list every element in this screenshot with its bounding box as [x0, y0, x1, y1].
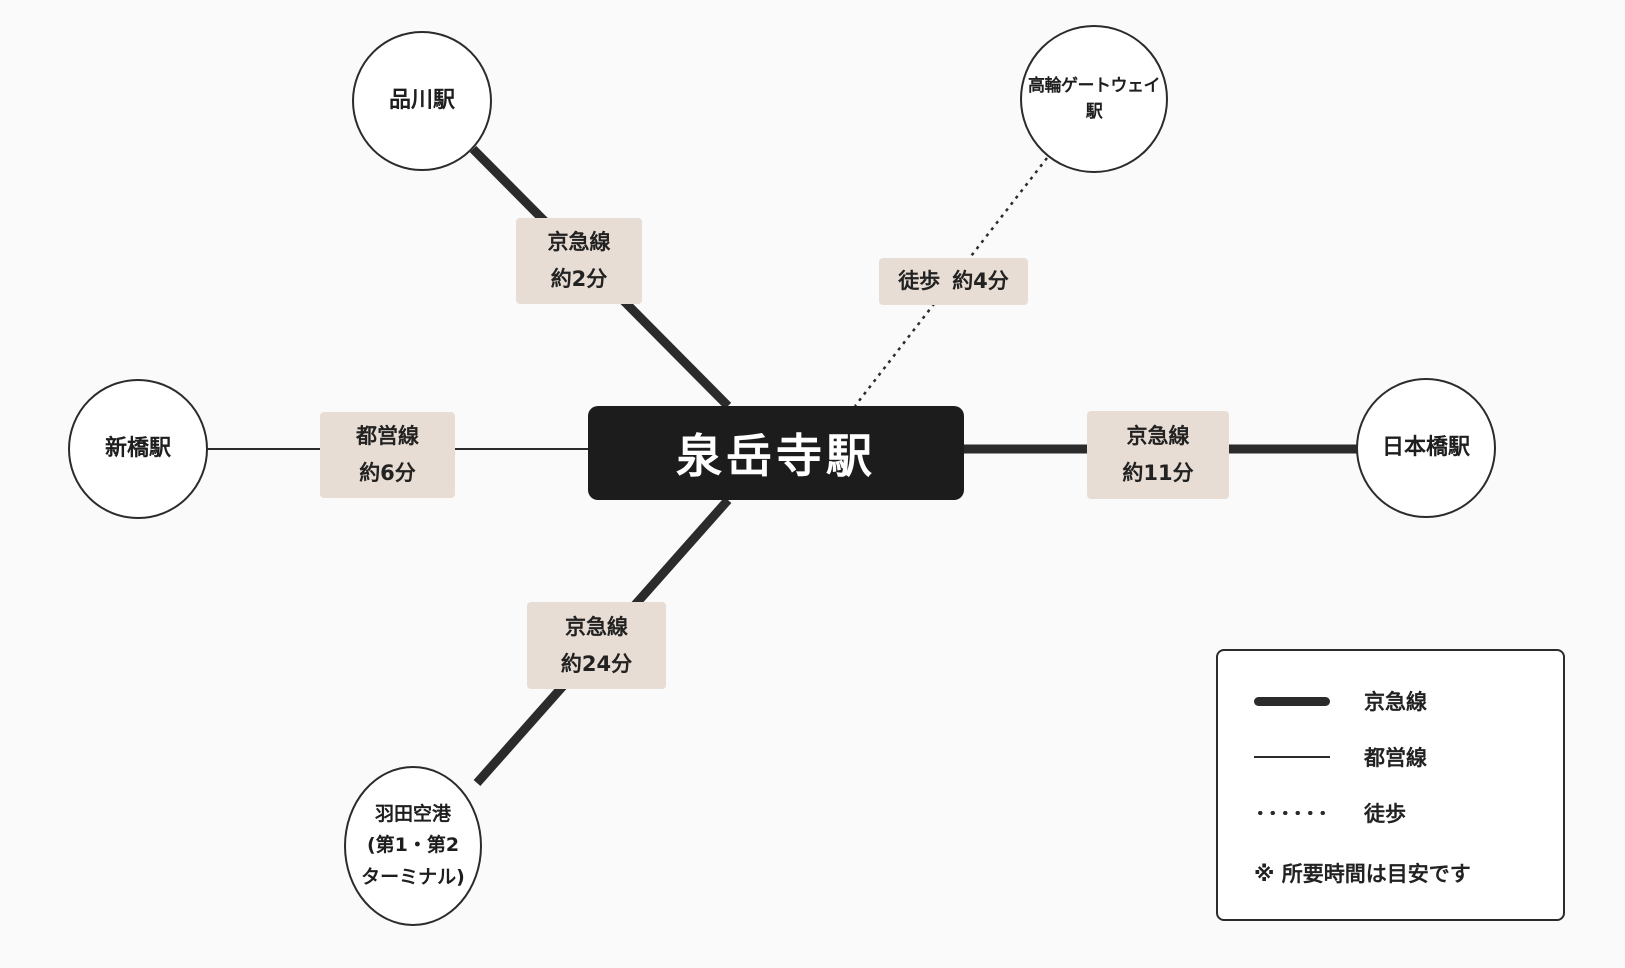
route-tag-nihombashi: 京急線 約11分 — [1087, 411, 1229, 499]
legend-row-toei: 都営線 — [1254, 742, 1427, 772]
station-shinagawa[interactable]: 品川駅 — [352, 31, 492, 171]
route-tag-haneda: 京急線 約24分 — [527, 602, 666, 689]
route-tag-shimbashi: 都営線 約6分 — [320, 412, 455, 498]
station-shimbashi-label: 新橋駅 — [104, 435, 171, 461]
route-line-name: 徒歩 — [898, 269, 941, 294]
station-haneda-line3: ターミナル) — [361, 865, 465, 888]
route-line-name: 都営線 — [356, 424, 419, 449]
station-haneda-line2: (第1・第2 — [366, 834, 460, 857]
legend-box: 京急線 都営線 徒歩 ※ 所要時間は目安です — [1216, 649, 1565, 921]
legend-row-keikyu: 京急線 — [1254, 686, 1427, 716]
hub-station-sengakuji[interactable]: 泉岳寺駅 — [588, 406, 964, 500]
station-nihombashi[interactable]: 日本橋駅 — [1356, 378, 1496, 518]
route-time: 約4分 — [952, 269, 1009, 294]
route-time: 約11分 — [1122, 461, 1194, 485]
legend-label-toei: 都営線 — [1364, 746, 1427, 770]
station-shimbashi[interactable]: 新橋駅 — [68, 379, 208, 519]
station-shinagawa-label: 品川駅 — [388, 87, 455, 113]
hub-station-label: 泉岳寺駅 — [676, 429, 876, 483]
station-haneda-line1: 羽田空港 — [374, 802, 451, 825]
legend-label-keikyu: 京急線 — [1364, 690, 1427, 714]
route-line-name: 京急線 — [565, 614, 628, 639]
legend-note: ※ 所要時間は目安です — [1254, 862, 1471, 886]
route-time: 約24分 — [560, 651, 633, 676]
station-nihombashi-label: 日本橋駅 — [1381, 434, 1470, 460]
legend-sample-dotted-line — [1254, 803, 1330, 823]
route-time: 約2分 — [550, 267, 608, 291]
legend-row-walk: 徒歩 — [1254, 798, 1406, 828]
route-line-name: 京急線 — [547, 230, 611, 255]
station-takanawa-gateway[interactable]: 高輪ゲートウェイ駅 — [1020, 25, 1168, 173]
route-tag-takanawa: 徒歩 約4分 — [879, 258, 1028, 305]
station-takanawa-label: 高輪ゲートウェイ駅 — [1028, 75, 1161, 122]
legend-label-walk: 徒歩 — [1364, 802, 1406, 826]
route-tag-shinagawa: 京急線 約2分 — [516, 218, 642, 304]
route-time: 約6分 — [359, 461, 416, 485]
legend-sample-thick-line — [1254, 691, 1330, 711]
legend-sample-thin-line — [1254, 747, 1330, 767]
station-haneda-airport[interactable]: 羽田空港 (第1・第2 ターミナル) — [344, 766, 482, 926]
route-line-name: 京急線 — [1126, 424, 1190, 449]
